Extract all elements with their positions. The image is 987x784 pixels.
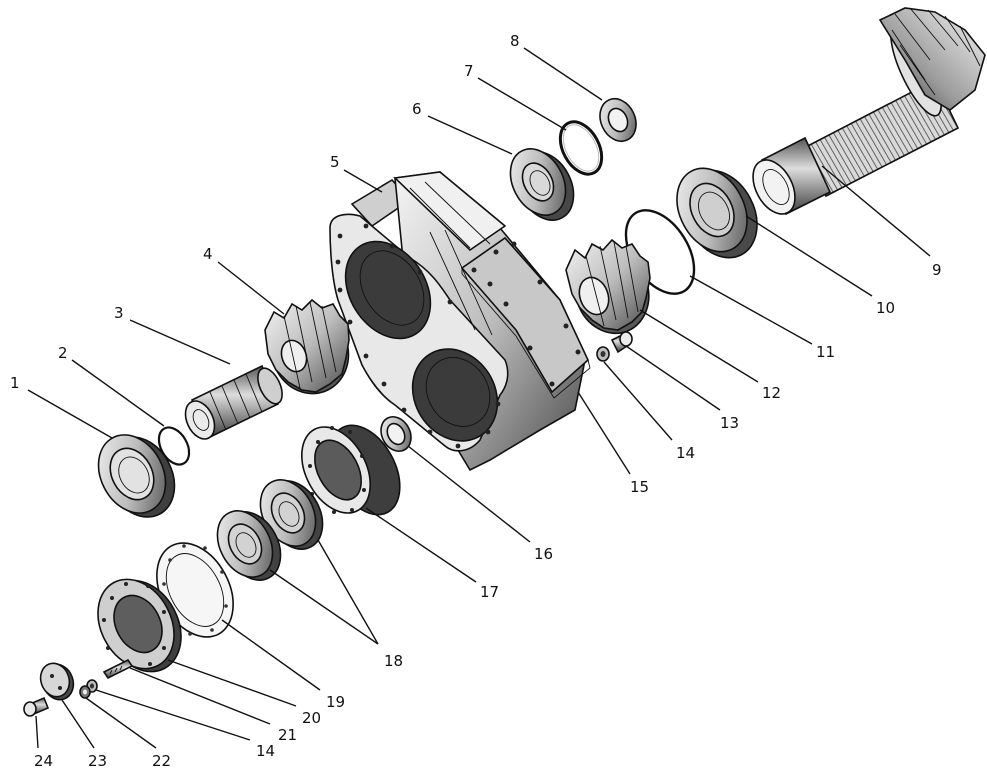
leader-3 <box>129 319 231 365</box>
nut-part-8 <box>599 98 637 142</box>
bearing-part-10 <box>676 167 758 259</box>
bolt-part-13 <box>610 331 633 354</box>
callout-5: 5 <box>330 153 340 171</box>
leader-22 <box>85 697 157 749</box>
callout-20: 20 <box>302 709 321 727</box>
bearing-cup-part-17 <box>301 424 401 516</box>
leader-14a <box>603 361 673 441</box>
leader-14b <box>95 689 251 741</box>
leader-2 <box>71 359 165 427</box>
leader-1 <box>27 389 113 439</box>
stud-part-21 <box>102 658 134 680</box>
callout-23: 23 <box>88 752 107 770</box>
leader-11 <box>689 275 813 345</box>
leader-lines <box>27 47 931 749</box>
lock-plate-part-23 <box>39 662 75 701</box>
leader-24 <box>35 715 39 749</box>
callout-22: 22 <box>152 752 171 770</box>
callout-12: 12 <box>762 384 781 402</box>
callout-11: 11 <box>816 343 835 361</box>
callout-18: 18 <box>384 652 403 670</box>
leader-17 <box>365 507 477 583</box>
callout-2: 2 <box>58 344 68 362</box>
cover-part-20 <box>97 578 182 673</box>
callout-24: 24 <box>34 752 53 770</box>
leader-8 <box>523 47 603 101</box>
bearing-part-18-upper <box>259 479 324 550</box>
leader-7 <box>477 77 567 131</box>
seal-ring-part-16 <box>380 416 412 452</box>
callout-3: 3 <box>114 304 124 322</box>
cover-plate-part-15 <box>460 236 591 399</box>
leader-21 <box>129 667 271 725</box>
leader-23 <box>61 699 95 749</box>
nut-part-22 <box>79 685 91 699</box>
leader-12 <box>639 309 759 383</box>
washer-part-14-upper <box>596 346 610 362</box>
pinion-shaft-part-9 <box>752 7 986 216</box>
bearing-part-18-lower <box>216 510 282 581</box>
gear-part-4 <box>264 298 350 395</box>
leader-20 <box>167 659 297 707</box>
splined-sleeve-part-3 <box>184 364 283 440</box>
callout-15: 15 <box>630 478 649 496</box>
ring-part-7 <box>558 120 604 176</box>
callout-1: 1 <box>10 374 20 392</box>
leader-6 <box>427 115 513 155</box>
callout-8: 8 <box>510 32 520 50</box>
callout-13: 13 <box>720 414 739 432</box>
leader-18b <box>269 569 379 645</box>
bolt-part-24 <box>23 696 50 717</box>
leader-15 <box>577 391 631 475</box>
leader-18a <box>317 539 379 645</box>
leader-4 <box>217 261 285 315</box>
bearing-part-1 <box>97 434 176 518</box>
callout-4: 4 <box>203 245 213 263</box>
leader-19 <box>221 619 321 691</box>
callout-14-lower: 14 <box>256 742 275 760</box>
gearbox-housing-part-5 <box>329 171 586 472</box>
callout-9: 9 <box>932 261 942 279</box>
bearing-part-6 <box>509 148 575 221</box>
callout-14-upper: 14 <box>676 444 695 462</box>
callout-16: 16 <box>534 545 553 563</box>
leader-13 <box>625 345 721 411</box>
callout-6: 6 <box>412 100 422 118</box>
callout-17: 17 <box>480 583 499 601</box>
callout-10: 10 <box>876 299 895 317</box>
gear-part-12 <box>565 238 651 335</box>
callout-19: 19 <box>326 693 345 711</box>
leader-5 <box>343 169 383 193</box>
leader-9 <box>821 165 931 257</box>
leader-16 <box>407 445 531 543</box>
callout-7: 7 <box>464 62 474 80</box>
callout-labels: 1 2 3 4 5 6 7 8 9 10 11 12 13 14 15 16 1… <box>10 32 942 770</box>
leader-10 <box>745 215 873 297</box>
callout-21: 21 <box>278 726 297 744</box>
